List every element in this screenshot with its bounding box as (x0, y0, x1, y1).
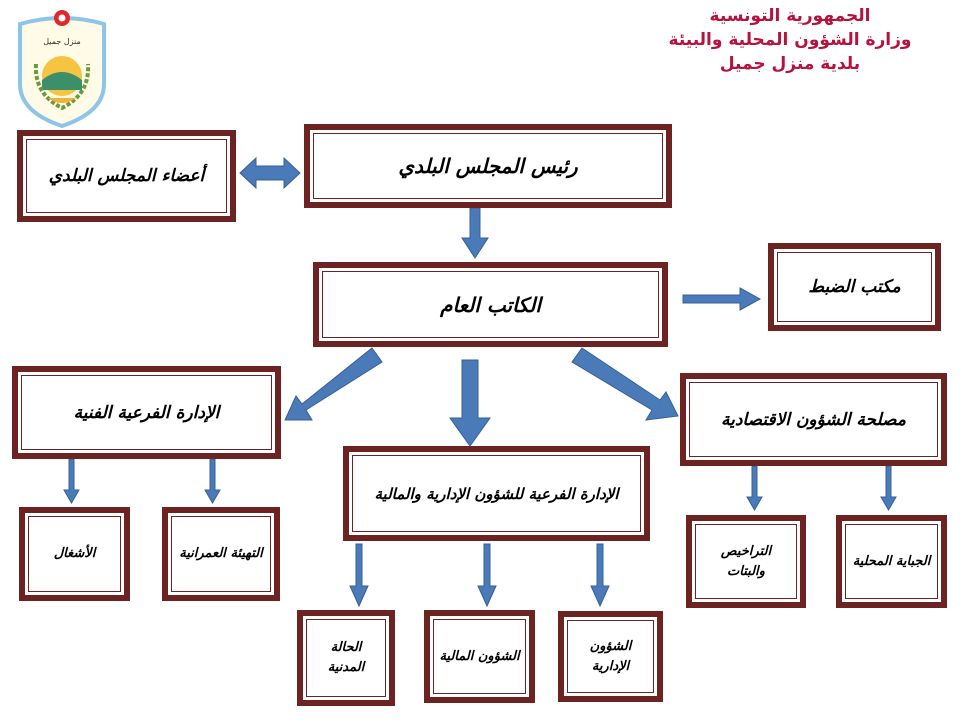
box-local-taxation: الجباية المحلية (836, 515, 947, 608)
box-civil-status: الحالة المدنية (297, 610, 395, 706)
box-technical-subdirectorate: الإدارة الفرعية الفنية (12, 366, 281, 459)
box-label: مصلحة الشؤون الاقتصادية (721, 409, 906, 430)
arrow-down-center (449, 359, 491, 447)
box-licenses: التراخيص والبتات (686, 515, 806, 608)
arrow-planning (204, 458, 221, 505)
box-label: أعضاء المجلس البلدي (48, 166, 205, 186)
arrow-finance (477, 543, 497, 608)
arrow-diag-right (571, 347, 679, 421)
header-text: الجمهورية التونسية وزارة الشؤون المحلية … (640, 4, 940, 76)
arrow-works (63, 458, 80, 505)
box-label: رئيس المجلس البلدي (398, 154, 578, 178)
double-arrow (239, 156, 301, 190)
box-admin-finance-subdirectorate: الإدارة الفرعية للشؤون الإدارية والمالية (343, 446, 650, 541)
box-financial-affairs: الشؤون المالية (424, 610, 535, 703)
header-ministry: وزارة الشؤون المحلية والبيئة (668, 30, 912, 50)
arrow-civil (349, 543, 369, 608)
box-label: الشؤون المالية (439, 648, 520, 664)
box-secretary-general: الكاتب العام (313, 262, 668, 347)
box-label: الشؤون الإدارية (589, 638, 632, 674)
arrow-down-president (461, 207, 489, 259)
box-label: الإدارة الفرعية للشؤون الإدارية والمالية (374, 484, 619, 503)
svg-text:منزل جميل: منزل جميل (43, 37, 81, 46)
arrow-admin (590, 543, 610, 608)
header-municipality: بلدية منزل جميل (719, 54, 861, 74)
box-administrative-affairs: الشؤون الإدارية (558, 611, 663, 702)
box-label: الجباية المحلية (852, 553, 931, 569)
arrow-taxation (880, 465, 897, 512)
box-works: الأشغال (19, 507, 130, 601)
box-economic-service: مصلحة الشؤون الاقتصادية (680, 373, 947, 466)
box-council-president: رئيس المجلس البلدي (304, 124, 672, 208)
box-label: مكتب الضبط (808, 277, 901, 297)
arrow-right-registry (682, 287, 762, 311)
arrow-licenses (746, 465, 763, 512)
box-label: الأشغال (53, 546, 96, 561)
municipality-logo: منزل جميل (18, 10, 106, 128)
box-registry-office: مكتب الضبط (768, 243, 941, 331)
arrow-diag-left (284, 347, 383, 421)
box-label: الكاتب العام (440, 292, 541, 317)
box-council-members: أعضاء المجلس البلدي (17, 130, 236, 222)
header-country: الجمهورية التونسية (709, 6, 871, 26)
box-label: الحالة المدنية (327, 640, 365, 675)
box-urban-planning: التهيئة العمرانية (162, 507, 280, 601)
box-label: التراخيص والبتات (720, 543, 772, 579)
box-label: الإدارة الفرعية الفنية (73, 402, 220, 423)
box-label: التهيئة العمرانية (179, 546, 263, 561)
